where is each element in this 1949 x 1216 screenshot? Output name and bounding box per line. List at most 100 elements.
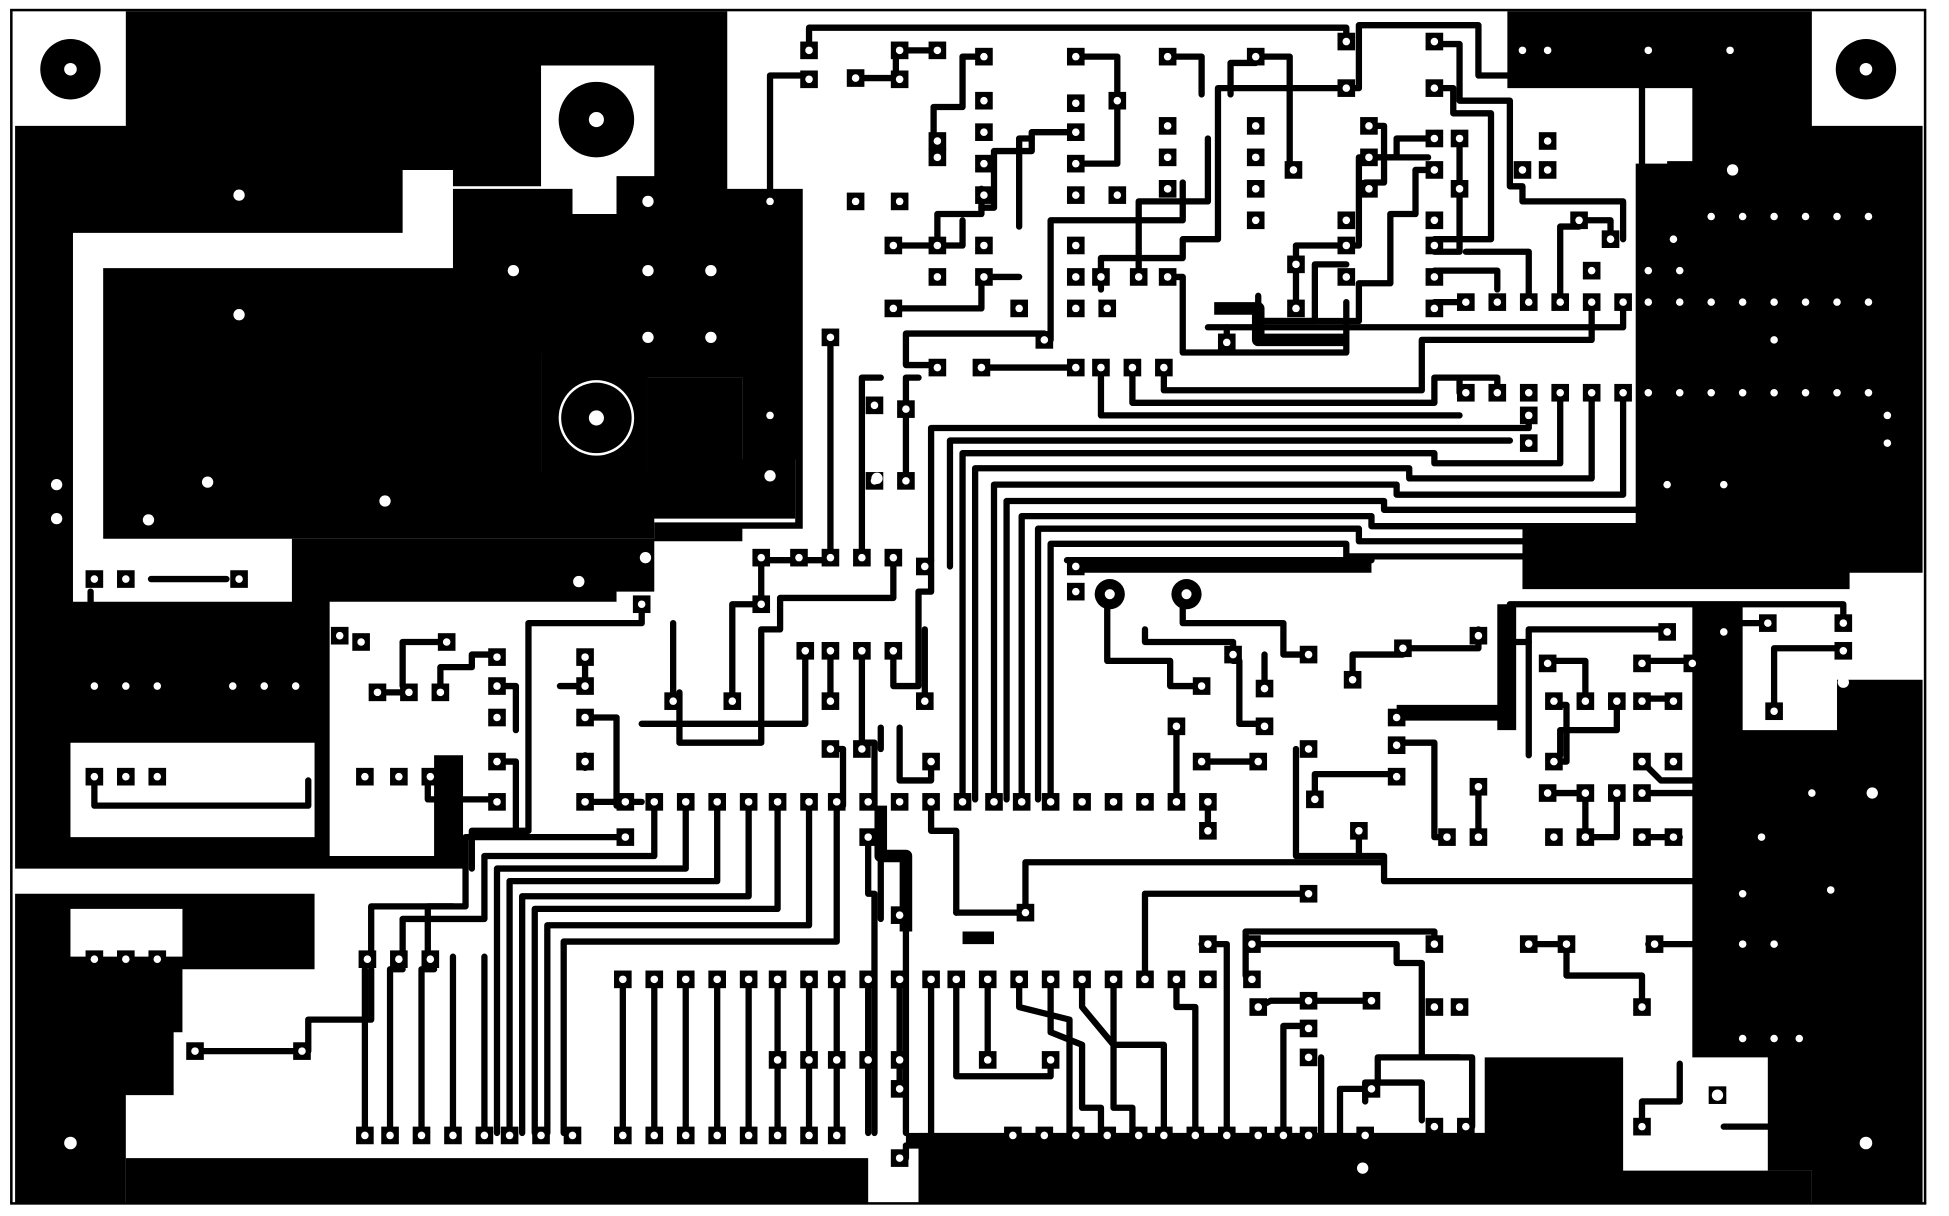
pad-hole (1072, 587, 1080, 596)
pad-hole (1801, 298, 1810, 306)
pad-hole (858, 553, 866, 562)
pad-hole (1462, 298, 1470, 306)
pad-hole (1801, 212, 1810, 221)
pad-hole (1524, 298, 1533, 306)
pad-hole (1669, 833, 1678, 841)
pad-hole (1430, 1122, 1439, 1131)
pad-hole (1543, 46, 1552, 55)
pad-hole (1430, 166, 1439, 174)
via (50, 478, 63, 491)
copper-pour-bottom-center (918, 1057, 1812, 1204)
pad-hole (1163, 153, 1172, 162)
pad-hole (858, 745, 866, 753)
via (642, 195, 654, 208)
pad-hole (1251, 52, 1260, 61)
pad-hole (1587, 266, 1596, 275)
pad-hole (1833, 388, 1841, 397)
pad-hole (773, 798, 782, 806)
pad-hole (1015, 975, 1023, 984)
pad-hole (1638, 789, 1646, 797)
pad-hole (1524, 439, 1533, 447)
pad-hole (1474, 631, 1483, 640)
pad-hole (1128, 363, 1137, 372)
pad-hole (405, 688, 413, 697)
pad-hole (568, 1131, 577, 1140)
pad-hole (1361, 1131, 1369, 1140)
pad-hole (1141, 798, 1149, 806)
pad-hole (90, 955, 99, 963)
pad-hole (363, 955, 372, 963)
pad-hole (1675, 298, 1684, 306)
pad-hole (1638, 833, 1646, 841)
pad-hole (1046, 798, 1055, 806)
pad-hole (1644, 46, 1653, 55)
pad-hole (1260, 684, 1269, 693)
pad-hole (1254, 1003, 1263, 1011)
pad-hole (153, 772, 162, 781)
pad-hole (1191, 1131, 1200, 1140)
pad-hole (1864, 388, 1873, 397)
via (1711, 1089, 1724, 1101)
pad-hole (1455, 185, 1464, 193)
pad-hole (1078, 975, 1086, 984)
mounting-holes (40, 39, 1897, 1174)
pad-hole (927, 798, 935, 806)
pad-hole (581, 757, 589, 766)
mounting-hole-center-right (1171, 579, 1202, 610)
pad-hole (1430, 134, 1439, 143)
pad-hole (619, 1131, 627, 1140)
pad-hole (1826, 886, 1835, 894)
pad-hole (851, 74, 860, 82)
pad-hole (895, 1154, 904, 1162)
pad-hole (1040, 336, 1049, 344)
pad-hole (1581, 789, 1590, 797)
pad-hole (436, 688, 445, 697)
pad-hole (1017, 798, 1026, 806)
pad-hole (581, 682, 589, 690)
via (379, 495, 391, 507)
pad-hole (361, 1131, 369, 1140)
pad-hole (1279, 1131, 1288, 1140)
pad-hole (505, 1131, 514, 1140)
pad-hole (90, 772, 99, 781)
pad-hole (864, 1056, 872, 1064)
pad-hole (1587, 298, 1596, 306)
pad-hole (581, 798, 589, 806)
pad-hole (1556, 388, 1564, 397)
pad-hole (1738, 1034, 1747, 1043)
pad-hole (864, 833, 872, 841)
pad-hole (650, 975, 659, 984)
pad-hole (1197, 682, 1206, 690)
pad-hole (1304, 1024, 1313, 1033)
via (233, 309, 245, 321)
pad-hole (980, 52, 988, 61)
regulator-pads (616, 176, 787, 435)
pad-hole (395, 772, 403, 781)
pad-hole (1562, 940, 1571, 948)
pad-hole (713, 798, 721, 806)
pad-hole (1707, 212, 1715, 221)
pad-hole (637, 600, 646, 608)
pad-hole (1883, 411, 1892, 420)
pad-hole (1550, 757, 1558, 766)
component-pads (50, 32, 1897, 1174)
pad-hole (681, 975, 690, 984)
pad-hole (895, 46, 904, 55)
pad-hole (1072, 159, 1080, 168)
pad-hole (1304, 745, 1313, 753)
pad-hole (1097, 363, 1105, 372)
pad-hole (832, 1131, 841, 1140)
pad-hole (980, 273, 988, 281)
pad-hole (933, 273, 942, 281)
pad-hole (895, 75, 904, 84)
island-lower-left (70, 908, 183, 957)
pad-hole (1113, 96, 1122, 105)
pad-hole (744, 1131, 753, 1140)
pad-hole (581, 713, 589, 722)
pad-hole (1518, 46, 1527, 55)
pad-hole (1455, 1003, 1464, 1011)
pad-hole (826, 697, 835, 705)
via (186, 1108, 199, 1120)
pad-hole (581, 653, 589, 661)
